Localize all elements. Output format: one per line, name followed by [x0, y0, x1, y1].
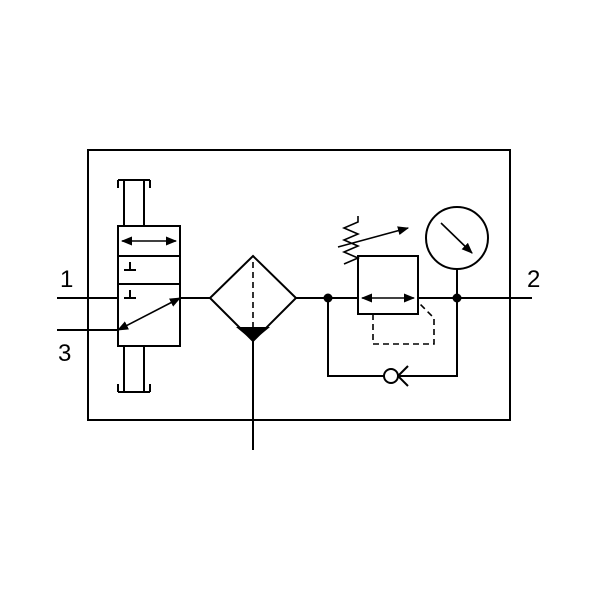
check-valve-icon: [383, 365, 409, 387]
unit-enclosure: [87, 149, 511, 421]
port-label-inlet: 1: [60, 266, 73, 293]
filter-icon: [208, 254, 298, 450]
pressure-regulator-icon: [337, 216, 435, 345]
shutoff-valve-icon: [117, 179, 181, 393]
bypass-line-return: [398, 298, 458, 377]
pressure-gauge-icon: [425, 206, 489, 298]
port-label-outlet: 2: [527, 266, 540, 293]
bypass-line: [327, 298, 385, 377]
port-label-exhaust: 3: [58, 340, 71, 367]
